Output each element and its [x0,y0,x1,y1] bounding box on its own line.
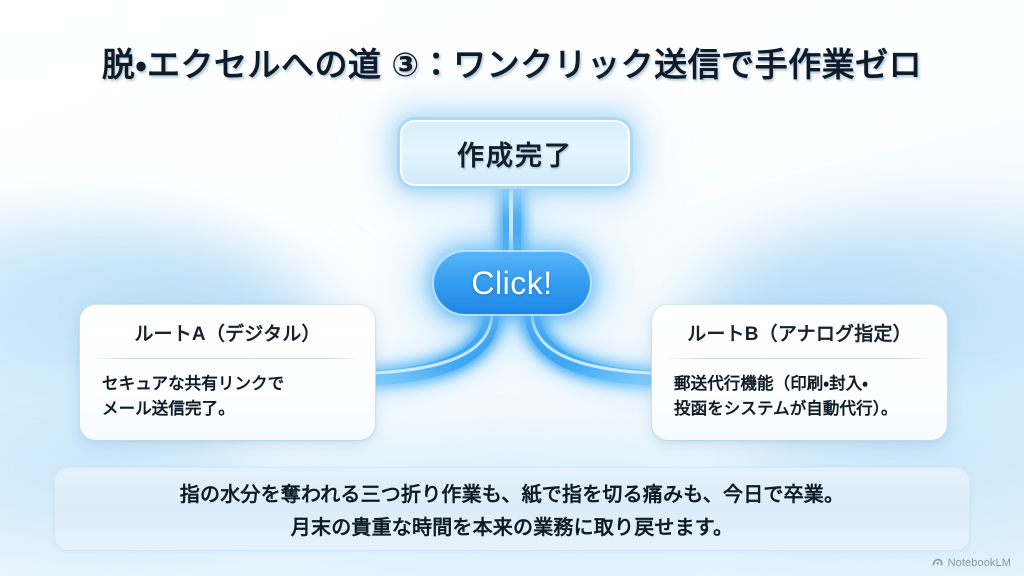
summary-banner: 指の水分を奪われる三つ折り作業も、紙で指を切る痛みも、今日で卒業。 月末の貴重な… [55,468,969,550]
route-b-body-line-2: 投函をシステムが自動代行）。 [674,400,898,419]
click-action-label: Click! [471,264,553,301]
route-a-body-line-2: メール送信完了。 [102,400,235,419]
route-a-body: セキュアな共有リンクで メール送信完了。 [80,359,375,422]
route-a-body-line-1: セキュアな共有リンクで [102,375,285,393]
notebooklm-logo-icon [931,556,944,569]
connector-click-to-route-a [357,295,507,393]
route-a-title: ルートA（デジタル） [134,324,321,345]
route-b-divider [666,358,933,359]
notebooklm-watermark: NotebookLM [931,556,1011,569]
summary-banner-line-1: 指の水分を奪われる三つ折り作業も、紙で指を切る痛みも、今日で卒業。 [179,484,845,506]
route-a-card[interactable]: ルートA（デジタル） セキュアな共有リンクで メール送信完了。 [80,305,375,441]
node-creation-complete-label: 作成完了 [457,140,573,171]
route-b-card[interactable]: ルートB（アナログ指定） 郵送代行機能（印刷・封入・ 投函をシステムが自動代行）… [652,305,947,441]
route-b-title: ルートB（アナログ指定） [687,324,912,345]
route-b-body-line-1: 郵送代行機能（印刷・封入・ [674,375,869,393]
connector-click-to-route-b [517,295,667,393]
summary-banner-line-2: 月末の貴重な時間を本来の業務に取り戻せます。 [290,517,734,539]
click-action-button[interactable]: Click! [434,252,590,314]
route-a-divider [94,358,361,359]
slide-title: 脱・エクセルへの道 ③：ワンクリック送信で手作業ゼロ [101,46,923,83]
notebooklm-watermark-label: NotebookLM [947,556,1011,569]
node-creation-complete[interactable]: 作成完了 [397,117,633,189]
route-b-body: 郵送代行機能（印刷・封入・ 投函をシステムが自動代行）。 [652,359,947,422]
